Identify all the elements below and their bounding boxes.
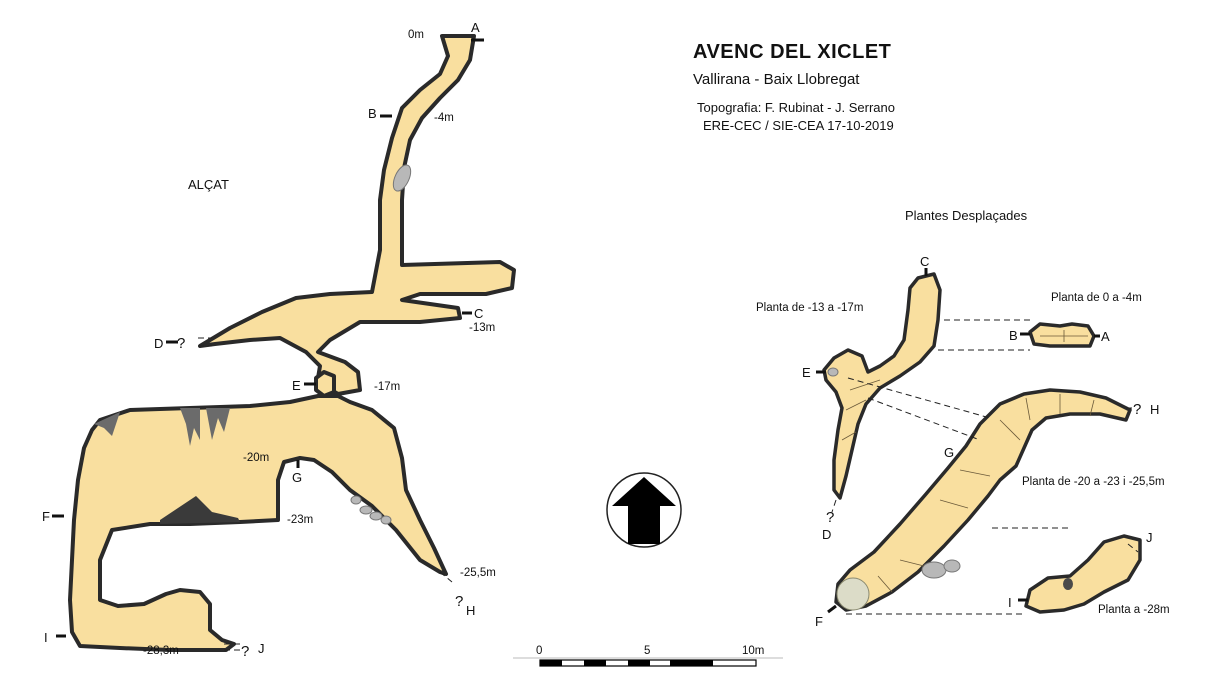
point-j: J [258, 641, 265, 656]
plan-point-c: C [920, 254, 929, 269]
depth-23m: -23m [287, 514, 313, 526]
depth-4m: -4m [434, 112, 454, 124]
plan-mark-f [827, 604, 837, 614]
depth-255m: -25,5m [460, 567, 496, 579]
survey-credits: Topografia: F. Rubinat - J. Serrano [697, 100, 895, 115]
depth-17m: -17m [374, 381, 400, 393]
plan-point-b: B [1009, 328, 1018, 343]
point-g: G [292, 470, 302, 485]
plan-unknown-h: ? [1133, 401, 1141, 418]
map-location: Vallirana - Baix Llobregat [693, 71, 860, 88]
plan-continuation-d [831, 499, 837, 513]
boulder-pile [836, 577, 870, 611]
elevation-e-pocket [314, 370, 336, 398]
continuation-h [439, 571, 453, 583]
plan-28m [1024, 534, 1142, 614]
point-d: D [154, 336, 163, 351]
scale-5: 5 [644, 645, 650, 657]
plan-point-f: F [815, 614, 823, 629]
section-label: ALÇAT [188, 177, 229, 192]
point-e: E [292, 378, 301, 393]
unknown-d: ? [177, 335, 185, 352]
depth-283m: -28,3m [143, 645, 179, 657]
point-f: F [42, 509, 50, 524]
flowstone-mass [160, 496, 240, 524]
point-h: H [466, 603, 475, 618]
plan-28m-label: Planta a -28m [1098, 604, 1170, 616]
elevation-upper-shaft [198, 34, 516, 396]
depth-13m: -13m [469, 322, 495, 334]
plan-unknown-d: ? [826, 509, 834, 526]
wall-formation [94, 412, 120, 436]
north-arrow-icon [606, 472, 682, 548]
scale-10m: 10m [742, 645, 764, 657]
point-b: B [368, 106, 377, 121]
plan-0-4m [1028, 322, 1096, 348]
map-title: AVENC DEL XICLET [693, 41, 891, 63]
plan-13-17m [822, 272, 942, 500]
scale-0: 0 [536, 645, 542, 657]
plan-point-g: G [944, 445, 954, 460]
plan-0-4m-label: Planta de 0 a -4m [1051, 292, 1142, 304]
plan-13-17m-label: Planta de -13 a -17m [756, 302, 863, 314]
plans-heading: Plantes Desplaçades [905, 208, 1028, 223]
point-a: A [471, 20, 480, 35]
boulder [369, 511, 383, 521]
boulder [392, 164, 412, 192]
scale-bar: 0 5 10m [513, 645, 783, 667]
survey-organization-date: ERE-CEC / SIE-CEA 17-10-2019 [703, 118, 894, 133]
depth-0m: 0m [408, 29, 424, 41]
plan-point-d: D [822, 527, 831, 542]
plan-20-255m [834, 388, 1132, 612]
depth-20m: -20m [243, 452, 269, 464]
stalactites [180, 408, 230, 446]
boulder [380, 515, 392, 525]
point-i: I [44, 630, 48, 645]
plan-point-e: E [802, 365, 811, 380]
plan-point-i: I [1008, 595, 1012, 610]
unknown-j: ? [241, 643, 249, 660]
continuation-d [198, 337, 212, 347]
plan-point-j: J [1146, 530, 1153, 545]
plan-point-h: H [1150, 402, 1159, 417]
plan-point-a: A [1101, 329, 1110, 344]
point-c: C [474, 306, 483, 321]
elevation-section [68, 34, 516, 652]
boulder [359, 505, 373, 515]
unknown-h: ? [455, 593, 463, 610]
plan-20-255m-label: Planta de -20 a -23 i -25,5m [1022, 476, 1165, 488]
boulder [350, 495, 362, 505]
continuation-j [224, 643, 240, 651]
